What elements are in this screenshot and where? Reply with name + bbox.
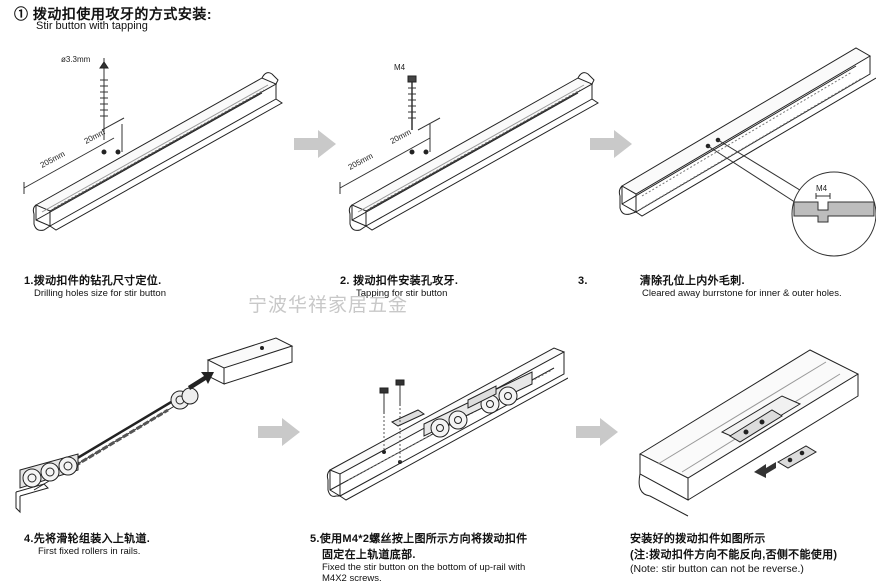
- step3-rail-diagram: M4: [618, 47, 876, 257]
- step1-gap-label: 20mm: [83, 127, 107, 146]
- step3-cn-text: 清除孔位上内外毛刺.: [639, 275, 745, 287]
- step4-en-text: First fixed rollers in rails.: [38, 546, 141, 557]
- page-title: ① 拨动扣使用攻牙的方式安装:: [14, 6, 213, 22]
- step4-caption: 4.先将滑轮组装入上轨道. First fixed rollers in rai…: [24, 530, 150, 557]
- step2-tap-label: M4: [394, 63, 406, 72]
- step2-gap-label: 20mm: [389, 127, 413, 146]
- step6-cn-line1: 安装好的拨动扣件如图所示: [630, 533, 766, 545]
- arrow-right-icon: [294, 130, 336, 158]
- step1-rail-diagram: ø3.3mm 205mm 20mm: [23, 55, 283, 231]
- step5-number: 5.: [310, 533, 320, 545]
- step6-cn-line2: (注:拨动扣件方向不能反向,否侧不能使用): [630, 549, 838, 561]
- step2-caption: 2. 拨动扣件安装孔攻牙. Tapping for stir button: [340, 272, 458, 299]
- step2-length-label: 205mm: [347, 151, 375, 172]
- step3-en-text: Cleared away burrstone for inner & outer…: [642, 288, 842, 299]
- step5-caption: 5.使用M4*2螺丝按上图所示方向将拨动扣件 固定在上轨道底部. Fixed t…: [310, 530, 527, 584]
- step1-drill-label: ø3.3mm: [61, 55, 91, 64]
- page-subtitle: Stir button with tapping: [36, 20, 148, 32]
- arrow-right-icon: [258, 418, 300, 446]
- step5-rail-diagram: [326, 347, 568, 501]
- step2-en-text: Tapping for stir button: [356, 288, 448, 299]
- step1-number: 1.: [24, 275, 34, 287]
- step3-number: 3.: [578, 275, 588, 287]
- step2-number: 2.: [340, 275, 350, 287]
- arrow-right-icon: [576, 418, 618, 446]
- step3-caption: 3. 清除孔位上内外毛刺. Cleared away burrstone for …: [578, 272, 842, 299]
- step1-caption: 1.拨动扣件的钻孔尺寸定位. Drilling holes size for s…: [24, 272, 166, 299]
- step6-caption: 安装好的拨动扣件如图所示 (注:拨动扣件方向不能反向,否侧不能使用) (Note…: [630, 530, 837, 575]
- watermark: 宁波华祥家居五金: [248, 294, 409, 316]
- step5-en-line1: Fixed the stir button on the bottom of u…: [322, 562, 526, 573]
- step5-cn-line2: 固定在上轨道底部.: [322, 549, 416, 561]
- step6-en-text: (Note: stir button can not be reverse.): [630, 563, 804, 575]
- arrow-right-icon: [590, 130, 632, 158]
- step4-cn-text: 先将滑轮组装入上轨道.: [33, 533, 151, 545]
- step5-en-line2: M4X2 screws.: [322, 573, 382, 584]
- step2-rail-diagram: M4 205mm 20mm: [339, 63, 599, 231]
- step5-cn-line1: 使用M4*2螺丝按上图所示方向将拨动扣件: [319, 533, 528, 545]
- step1-en-text: Drilling holes size for stir button: [34, 288, 166, 299]
- step4-roller-diagram: [15, 337, 294, 514]
- step6-rail-diagram: [638, 349, 860, 517]
- step4-number: 4.: [24, 533, 34, 545]
- step1-cn-text: 拨动扣件的钻孔尺寸定位.: [33, 275, 162, 287]
- step3-zoom-label: M4: [816, 184, 828, 193]
- step2-cn-text: 拨动扣件安装孔攻牙.: [353, 275, 459, 287]
